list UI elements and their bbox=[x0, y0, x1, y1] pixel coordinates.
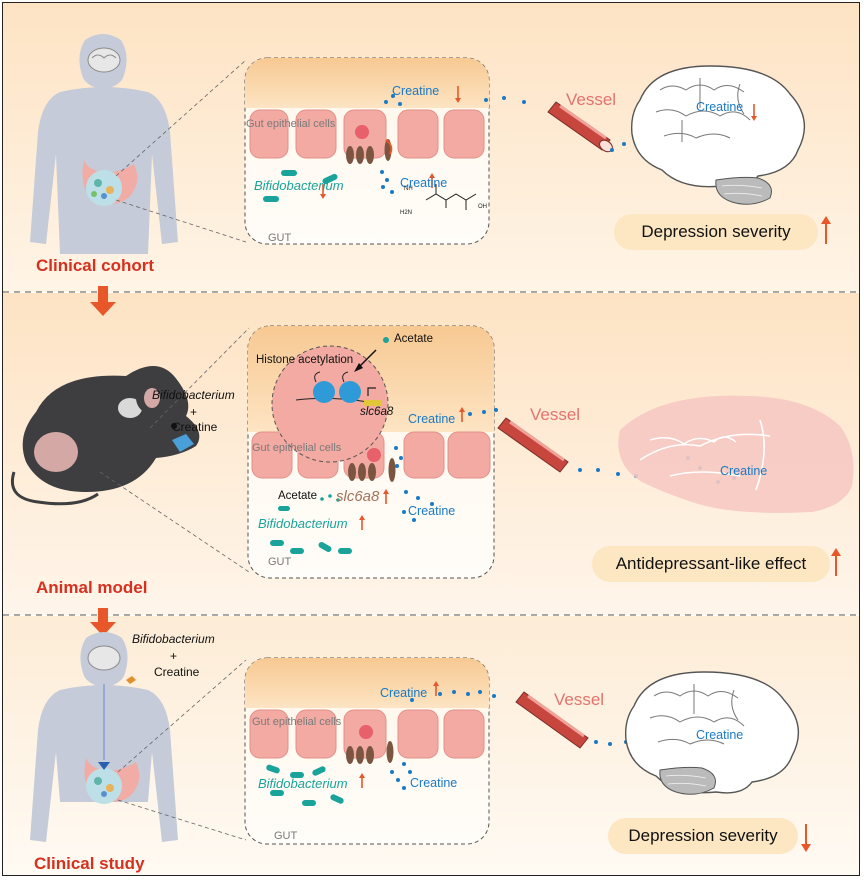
gut-label-1: GUT bbox=[268, 232, 292, 244]
gene-label-nucleus: slc6a8 bbox=[360, 406, 394, 418]
mouse-brain bbox=[618, 395, 854, 513]
gut-label-2: GUT bbox=[268, 556, 292, 568]
zoom-line-1a bbox=[115, 59, 247, 177]
down-arrow-1 bbox=[90, 286, 116, 316]
outcome-arrows bbox=[801, 216, 841, 852]
zoom-line-2b bbox=[99, 471, 250, 573]
animal-intervention-bacterium: Bifidobacterium bbox=[152, 388, 235, 402]
mouse-figure bbox=[11, 366, 200, 506]
gut-cells-label-3: Gut epithelial cells bbox=[252, 716, 342, 728]
creatine-label-brain-3: Creatine bbox=[696, 728, 744, 742]
study-intervention-bacterium: Bifidobacterium bbox=[132, 632, 215, 646]
animal-intervention-plus: + bbox=[190, 405, 198, 419]
vessel-1 bbox=[547, 101, 613, 153]
creatine-label-gut-2: Creatine bbox=[408, 504, 456, 518]
vessel-label-3: Vessel bbox=[554, 690, 605, 709]
molecule-oh: OH bbox=[478, 204, 487, 210]
section-label-study: Clinical study bbox=[34, 854, 145, 873]
bifido-label-1: Bifidobacterium bbox=[254, 178, 344, 193]
acetate-label-gut: Acetate bbox=[278, 490, 317, 502]
zoom-line-2a bbox=[149, 327, 250, 429]
outcome-pill-study: Depression severity bbox=[608, 818, 798, 854]
gut-inset-2 bbox=[247, 325, 495, 579]
gut-inset-3 bbox=[244, 657, 490, 845]
study-intervention-creatine: Creatine bbox=[154, 665, 200, 679]
zoom-line-3b bbox=[117, 799, 247, 841]
section-label-animal: Animal model bbox=[36, 578, 148, 597]
molecule-h2n: H2N bbox=[400, 210, 413, 216]
zoom-line-3a bbox=[117, 659, 247, 773]
gut-label-3: GUT bbox=[274, 830, 298, 842]
brain-1 bbox=[630, 65, 806, 205]
vessel-label-2: Vessel bbox=[530, 405, 581, 424]
down-arrow-2 bbox=[90, 608, 116, 636]
gut-cells-label-2: Gut epithelial cells bbox=[252, 442, 342, 454]
gut-inset-1 bbox=[244, 57, 490, 245]
outcome-pill-animal: Antidepressant-like effect bbox=[592, 546, 830, 582]
creatine-label-gut-1: Creatine bbox=[400, 176, 448, 190]
animal-intervention-creatine: Creatine bbox=[172, 420, 218, 434]
creatine-label-lumen-1: Creatine bbox=[392, 84, 440, 98]
vessel-label-1: Vessel bbox=[566, 90, 617, 109]
gene-label-membrane: slc6a8 bbox=[336, 488, 380, 505]
molecule-nh: NH bbox=[404, 186, 413, 192]
human-figure-study bbox=[30, 632, 178, 842]
vessel-3 bbox=[515, 691, 589, 749]
creatine-label-brain-1: Creatine bbox=[696, 100, 744, 114]
vessel-2 bbox=[497, 417, 569, 473]
gut-cells-label-1: Gut epithelial cells bbox=[246, 118, 336, 130]
creatine-label-lumen-3: Creatine bbox=[380, 686, 428, 700]
bifido-label-2: Bifidobacterium bbox=[258, 516, 348, 531]
zoom-line-1b bbox=[115, 199, 247, 243]
human-figure-cohort bbox=[30, 34, 178, 254]
creatine-label-lumen-2: Creatine bbox=[408, 412, 456, 426]
creatine-label-brain-2: Creatine bbox=[720, 464, 768, 478]
outcome-pill-cohort: Depression severity bbox=[614, 214, 818, 250]
study-intervention-plus: + bbox=[170, 649, 178, 663]
bifido-label-3: Bifidobacterium bbox=[258, 776, 348, 791]
brain-3 bbox=[624, 671, 800, 795]
acetate-label-top: Acetate bbox=[394, 333, 433, 345]
inline-arrows bbox=[320, 86, 757, 788]
section-label-cohort: Clinical cohort bbox=[36, 256, 155, 275]
histone-label: Histone acetylation bbox=[256, 354, 354, 366]
creatine-label-gut-3: Creatine bbox=[410, 776, 458, 790]
